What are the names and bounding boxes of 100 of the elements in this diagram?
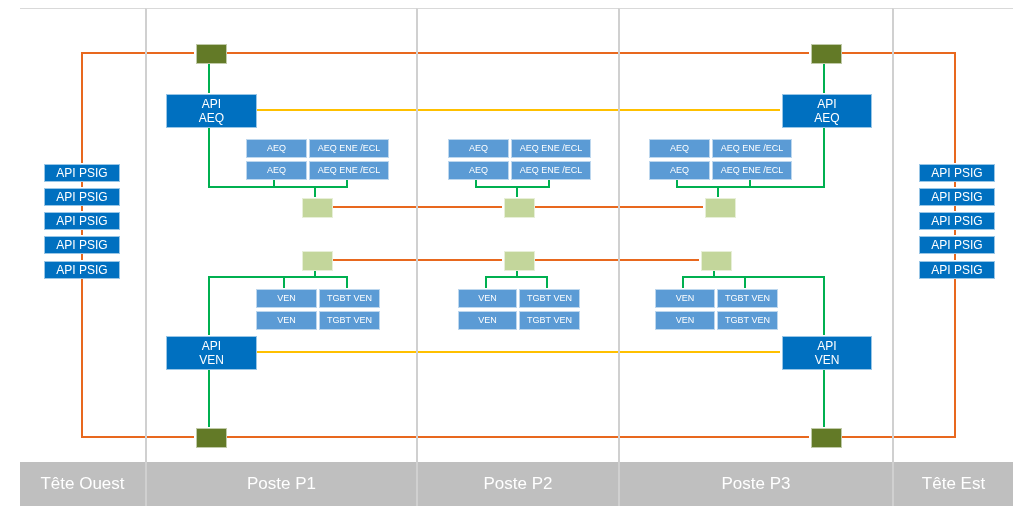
module-box [519,311,580,330]
controller-box [44,212,120,230]
module-label: AEQ [469,165,488,176]
network-link [717,178,751,198]
controller-label: API PSIG [931,189,983,205]
zone-label: Tête Ouest [20,462,145,506]
module-label: TGBT VEN [327,293,372,304]
module-label: TGBT VEN [527,315,572,326]
zone-column [20,8,145,506]
network-link [208,368,210,428]
module-box [448,139,509,158]
module-box [655,289,715,308]
module-box [717,311,778,330]
module-label: VEN [675,315,695,326]
controller-label: API AEQ [198,96,225,126]
module-box [319,311,380,330]
module-box [511,161,591,180]
module-label: VEN [478,315,497,326]
network-link [81,52,195,164]
controller-label: API PSIG [56,189,108,205]
network-switch [196,44,227,64]
module-label: VEN [277,315,296,326]
controller-box [166,336,257,370]
module-box [712,139,792,158]
module-label: AEQ ENE /ECL [720,143,784,154]
controller-box [919,164,995,182]
network-switch [811,428,842,448]
module-box [256,311,317,330]
network-switch [196,428,227,448]
module-box [511,139,591,158]
network-link [81,277,195,438]
module-box [519,289,580,308]
module-box [458,289,517,308]
network-link [314,178,348,198]
network-switch [504,251,535,271]
controller-box [44,188,120,206]
controller-box [919,188,995,206]
network-switch [701,251,732,271]
module-box [458,311,517,330]
module-label: TGBT VEN [725,293,770,304]
zone-label: Poste P1 [147,462,416,506]
module-box [649,139,710,158]
controller-box [44,261,120,279]
module-label: AEQ ENE /ECL [519,143,583,154]
controller-label: API PSIG [56,165,108,181]
module-label: AEQ ENE /ECL [317,165,381,176]
module-label: AEQ [469,143,488,154]
module-box [309,139,389,158]
module-box [246,139,307,158]
controller-box [166,94,257,128]
module-label: TGBT VEN [527,293,572,304]
module-label: AEQ ENE /ECL [317,143,381,154]
controller-box [782,94,872,128]
controller-label: API PSIG [931,165,983,181]
network-switch [504,198,535,218]
controller-label: API PSIG [56,213,108,229]
module-label: TGBT VEN [725,315,770,326]
network-link [823,62,825,94]
controller-label: API PSIG [56,262,108,278]
module-label: AEQ ENE /ECL [519,165,583,176]
module-box [309,161,389,180]
module-box [246,161,307,180]
controller-label: API VEN [199,338,224,368]
network-switch [302,198,333,218]
module-label: VEN [675,293,695,304]
module-box [712,161,792,180]
controller-label: API PSIG [931,213,983,229]
controller-label: API PSIG [931,237,983,253]
module-label: VEN [478,293,497,304]
controller-box [919,236,995,254]
module-label: AEQ [670,143,689,154]
zone-column [145,8,416,506]
module-label: AEQ [267,143,286,154]
zone-column [416,8,618,506]
controller-box [44,164,120,182]
module-box [649,161,710,180]
module-box [319,289,380,308]
network-switch [811,44,842,64]
controller-box [44,236,120,254]
module-box [655,311,715,330]
controller-label: API VEN [814,338,840,368]
controller-label: API AEQ [814,96,840,126]
module-label: AEQ [670,165,689,176]
controller-label: API PSIG [931,262,983,278]
network-link [516,178,550,198]
module-box [448,161,509,180]
zone-label: Poste P3 [620,462,892,506]
network-switch [302,251,333,271]
zone-label: Tête Est [894,462,1013,506]
module-label: TGBT VEN [327,315,372,326]
network-link [823,368,825,428]
controller-box [782,336,872,370]
zone-label: Poste P2 [418,462,618,506]
module-label: VEN [277,293,296,304]
module-label: AEQ ENE /ECL [720,165,784,176]
module-label: AEQ [267,165,286,176]
controller-box [919,212,995,230]
module-box [717,289,778,308]
network-switch [705,198,736,218]
network-link [208,62,210,94]
